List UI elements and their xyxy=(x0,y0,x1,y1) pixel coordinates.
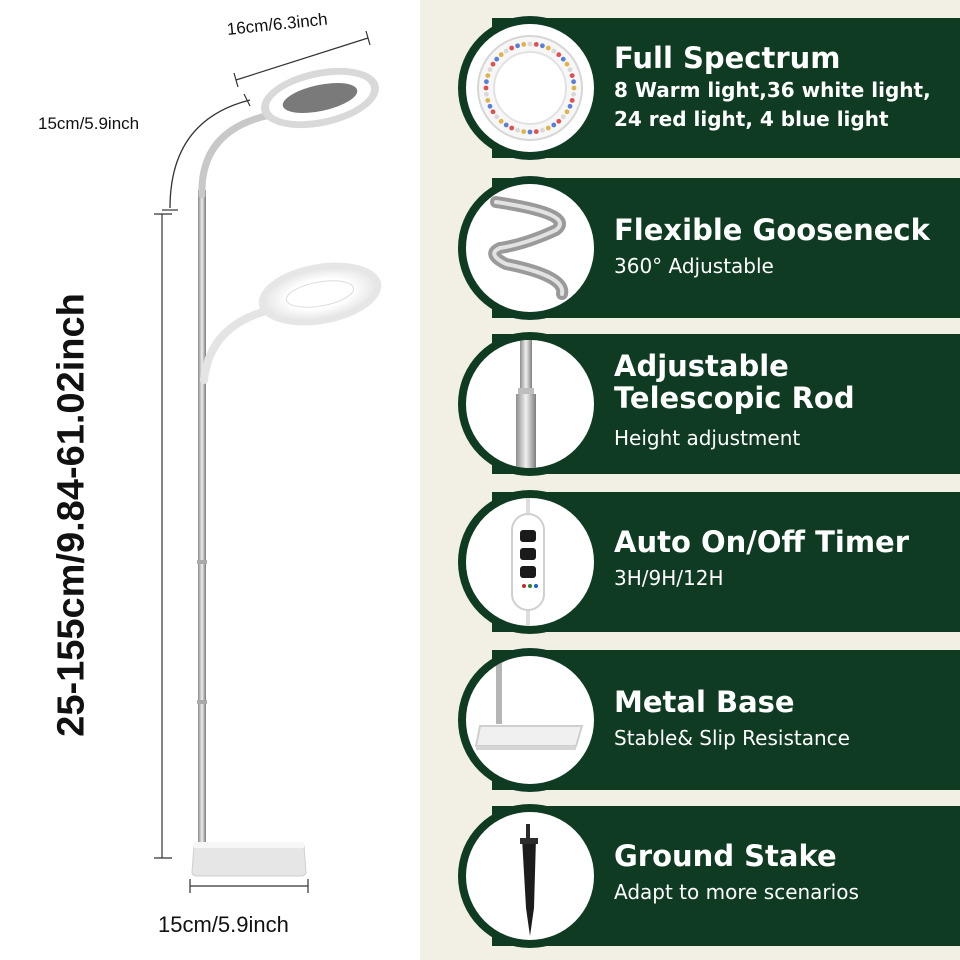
lower-gooseneck xyxy=(200,306,274,384)
feature-desc-line: 360° Adjustable xyxy=(614,254,774,278)
height-range-label: 25-155cm/9.84-61.02inch xyxy=(50,293,93,737)
led-dot xyxy=(503,122,509,128)
led-dot xyxy=(551,48,557,54)
feature-flexible-gooseneck: Flexible Gooseneck 360° Adjustable xyxy=(420,176,960,320)
led-dot xyxy=(527,129,533,135)
led-dot xyxy=(503,48,509,54)
feature-title-line: Telescopic Rod xyxy=(614,381,855,415)
gooseneck-dimension-arc xyxy=(169,99,251,209)
lower-light-ring xyxy=(258,262,382,326)
base-width-label: 15cm/5.9inch xyxy=(158,912,289,937)
timer-controller-icon xyxy=(511,498,545,626)
led-dot xyxy=(484,91,489,97)
lamp-base xyxy=(191,842,307,877)
feature-title-line: Adjustable xyxy=(614,349,789,383)
led-dot xyxy=(527,41,533,47)
led-dot xyxy=(498,118,504,124)
upper-gooseneck xyxy=(198,111,274,199)
led-dot xyxy=(498,52,504,58)
led-dot xyxy=(485,98,491,103)
feature-desc-line: 3H/9H/12H xyxy=(614,566,724,590)
feature-desc-line: Adapt to more scenarios xyxy=(614,880,859,904)
feature-title: Metal Base xyxy=(614,685,795,719)
led-dot xyxy=(569,98,575,103)
feature-title: Flexible Gooseneck xyxy=(614,213,930,247)
led-dot xyxy=(509,45,515,51)
led-dot xyxy=(515,127,520,133)
led-dot xyxy=(560,56,566,62)
led-dot xyxy=(556,118,562,124)
feature-desc-line: Stable& Slip Resistance xyxy=(614,726,850,750)
led-dot xyxy=(540,43,545,49)
led-dot xyxy=(569,73,575,78)
telescopic-pole xyxy=(198,190,206,850)
led-dot xyxy=(521,129,527,134)
feature-title: Auto On/Off Timer xyxy=(614,525,910,559)
lamp-illustration xyxy=(154,30,382,893)
feature-telescopic-rod: Adjustable Telescopic Rod Height adjustm… xyxy=(420,332,960,476)
led-dot xyxy=(545,45,551,51)
led-dot xyxy=(485,73,491,78)
led-dot xyxy=(564,109,570,115)
features-panel xyxy=(420,0,960,960)
lamp-dimension-panel: 16cm/6.3inch 15cm/5.9inch 15cm/5.9inch 2… xyxy=(0,0,420,960)
feature-ground-stake: Ground Stake Adapt to more scenarios xyxy=(420,804,960,948)
led-dot xyxy=(494,56,500,62)
led-dot xyxy=(567,67,573,73)
led-dot xyxy=(556,52,562,58)
led-dot xyxy=(533,42,539,47)
led-dot xyxy=(551,122,557,128)
led-dot xyxy=(494,114,500,120)
led-dot xyxy=(571,91,576,97)
ring-dimension-line xyxy=(233,30,371,88)
feature-desc-line: 24 red light, 4 blue light xyxy=(614,107,889,131)
ground-stake-icon xyxy=(520,824,538,936)
feature-title: Ground Stake xyxy=(614,839,837,873)
base-dimension-line xyxy=(189,879,309,893)
feature-metal-base: Metal Base Stable& Slip Resistance xyxy=(420,648,960,792)
led-dot xyxy=(487,103,493,109)
led-dot xyxy=(571,79,576,85)
feature-title: Full Spectrum xyxy=(614,41,841,75)
led-dot xyxy=(533,129,539,134)
led-dot xyxy=(483,85,489,91)
led-dot xyxy=(490,109,496,115)
feature-full-spectrum: Full Spectrum 8 Warm light,36 white ligh… xyxy=(420,16,960,160)
led-dot xyxy=(509,125,515,131)
led-dot xyxy=(521,42,527,47)
led-dot xyxy=(564,61,570,67)
led-dot xyxy=(490,61,496,67)
led-dot xyxy=(515,43,520,49)
feature-auto-timer: Auto On/Off Timer 3H/9H/12H xyxy=(420,490,960,634)
led-dot xyxy=(540,127,545,133)
gooseneck-coil-icon xyxy=(488,196,569,300)
led-dot xyxy=(487,67,493,73)
led-dot xyxy=(545,125,551,131)
metal-base-icon xyxy=(474,656,584,750)
upper-light-ring xyxy=(261,67,379,129)
led-dot xyxy=(484,79,489,85)
led-dot xyxy=(567,103,573,109)
led-dot xyxy=(560,114,566,120)
telescopic-rod-icon xyxy=(516,340,536,468)
feature-desc-line: 8 Warm light,36 white light, xyxy=(614,78,931,102)
led-dot xyxy=(571,85,577,91)
feature-desc-line: Height adjustment xyxy=(614,426,801,450)
led-ring-icon xyxy=(477,35,583,141)
gooseneck-length-label: 15cm/5.9inch xyxy=(38,114,140,133)
height-dimension-line xyxy=(154,213,172,859)
